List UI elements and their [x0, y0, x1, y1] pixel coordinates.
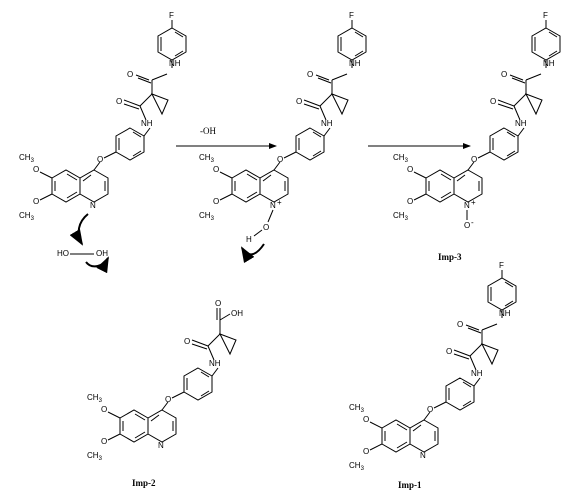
atom-nh: NH — [141, 119, 153, 128]
atom-o: O — [33, 197, 39, 206]
atom-oh: OH — [231, 309, 243, 318]
atom-f: F — [349, 11, 354, 20]
peroxide-oh: OH — [96, 249, 108, 258]
atom-o: O — [215, 299, 221, 308]
atom-o: O — [407, 165, 413, 174]
atom-o: O — [263, 223, 269, 232]
methyl-label: CH3 — [199, 153, 215, 163]
atom-n: N — [464, 201, 470, 210]
methyl-label: CH3 — [199, 211, 215, 221]
methyl-label: CH3 — [19, 211, 35, 221]
atom-f: F — [499, 261, 504, 270]
atom-o: O — [277, 155, 283, 164]
label-imp-2: Imp-2 — [132, 478, 156, 488]
atom-o: O — [296, 97, 302, 106]
methyl-label: CH3 — [87, 451, 103, 461]
methyl-label: CH3 — [87, 393, 103, 403]
atom-nh: NH — [349, 59, 361, 68]
atom-n: N — [158, 441, 164, 450]
structure-imp-1: F NH O O NH O N O O CH3 CH3 — [349, 261, 517, 472]
atom-o: O — [97, 155, 103, 164]
structure-starting-material: F NH O O NH O N O O CH3 CH3 — [19, 11, 187, 222]
atom-nh: NH — [209, 359, 221, 368]
atom-o: O — [457, 320, 463, 329]
atom-o: O — [127, 70, 133, 79]
atom-o: O — [407, 197, 413, 206]
atom-f: F — [543, 11, 548, 20]
atom-o: O — [184, 337, 190, 346]
methyl-label: CH3 — [19, 153, 35, 163]
atom-o: O — [101, 405, 107, 414]
atom-o: O — [490, 97, 496, 106]
atom-n: N — [270, 201, 276, 210]
peroxide-ho: HO — [57, 249, 69, 258]
atom-o: O — [427, 405, 433, 414]
label-imp-1: Imp-1 — [398, 480, 422, 490]
curved-arrow — [69, 213, 89, 246]
reaction-condition: -OH — [200, 126, 216, 136]
structure-imp-2: O OH O NH O N O O CH3 CH3 — [87, 299, 243, 461]
atom-nh: NH — [515, 119, 527, 128]
atom-nh: NH — [543, 59, 555, 68]
methyl-label: CH3 — [393, 211, 409, 221]
methyl-label: CH3 — [349, 461, 365, 471]
atom-o: O — [116, 97, 122, 106]
atom-o: O — [165, 395, 171, 404]
atom-o: O — [307, 70, 313, 79]
atom-o: O — [213, 165, 219, 174]
atom-o: O — [464, 221, 470, 230]
curved-arrow — [240, 243, 265, 264]
structure-imp-3: F NH O O NH O N + O - O O CH3 CH3 — [393, 11, 561, 230]
atom-o: O — [446, 347, 452, 356]
atom-o: O — [501, 70, 507, 79]
atom-o: O — [33, 165, 39, 174]
charge-plus: + — [471, 198, 476, 207]
atom-nh: NH — [499, 309, 511, 318]
curved-arrow — [85, 256, 109, 274]
atom-f: F — [169, 11, 174, 20]
charge-minus: - — [471, 218, 474, 227]
atom-o: O — [213, 197, 219, 206]
atom-o: O — [363, 415, 369, 424]
atom-o: O — [363, 447, 369, 456]
atom-nh: NH — [169, 59, 181, 68]
atom-o: O — [101, 437, 107, 446]
atom-n: N — [420, 451, 426, 460]
atom-n: N — [90, 201, 96, 210]
methyl-label: CH3 — [393, 153, 409, 163]
charge-plus: + — [277, 198, 282, 207]
methyl-label: CH3 — [349, 403, 365, 413]
atom-o: O — [471, 155, 477, 164]
atom-h: H — [246, 235, 252, 244]
atom-nh: NH — [471, 369, 483, 378]
atom-nh: NH — [321, 119, 333, 128]
label-imp-3: Imp-3 — [438, 252, 462, 262]
structure-intermediate: F NH O O NH O N + O H O O CH3 CH3 — [199, 11, 367, 264]
